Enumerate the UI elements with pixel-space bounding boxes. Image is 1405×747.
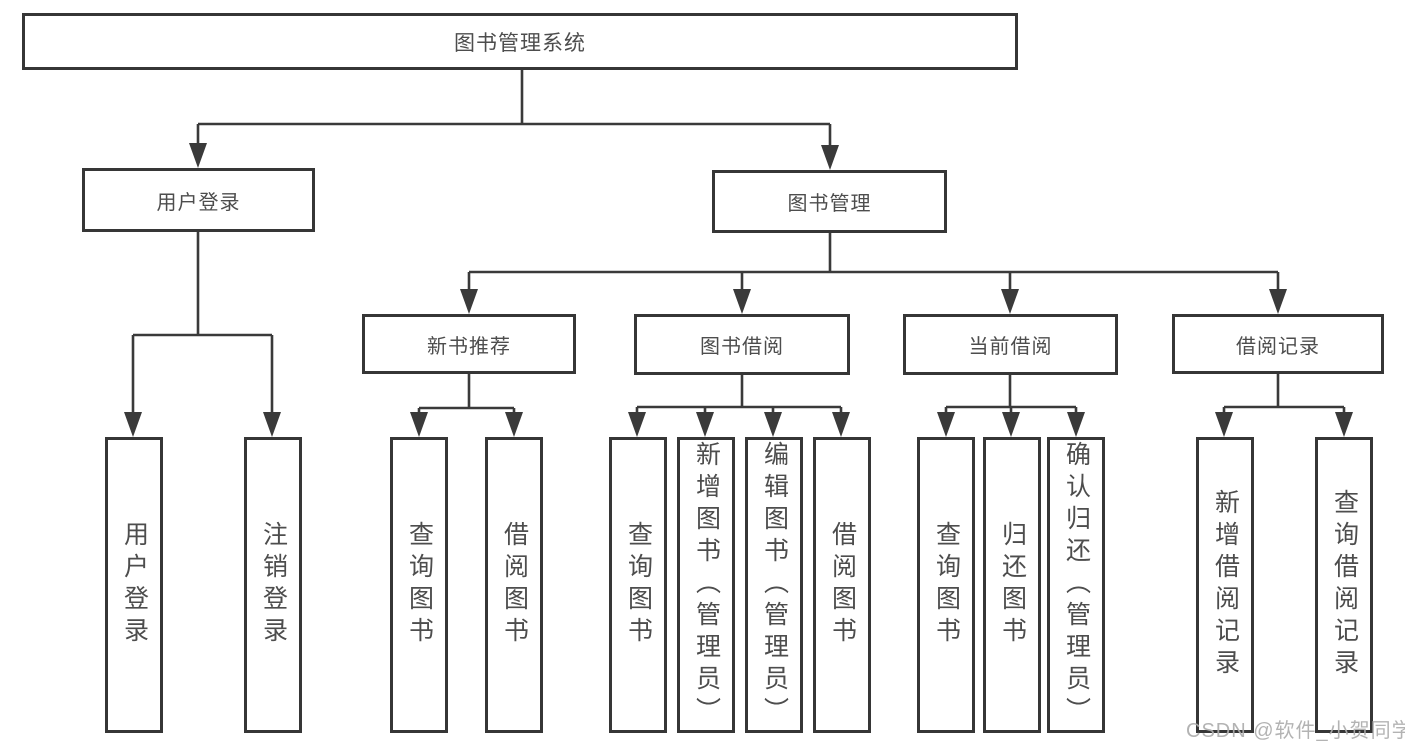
leaf-user-login: 用户登录	[105, 437, 163, 733]
arrow-down-icon	[696, 412, 714, 437]
node-label: 用户登录	[120, 521, 149, 649]
arrow-down-icon	[937, 412, 955, 437]
arrow-down-icon	[1215, 412, 1233, 437]
arrow-down-icon	[1269, 289, 1287, 314]
arrow-down-icon	[832, 412, 850, 437]
connector-userlogin-to-leaves	[131, 232, 274, 416]
arrow-down-icon	[410, 412, 428, 437]
arrow-down-icon	[124, 412, 142, 437]
node-label: 新书推荐	[427, 335, 511, 358]
arrow-down-icon	[189, 143, 207, 168]
leaf-query-borrow-record: 查询借阅记录	[1315, 437, 1373, 733]
arrow-down-icon	[263, 412, 281, 437]
leaf-borrow-book: 借阅图书	[813, 437, 871, 733]
node-label: 注销登录	[259, 521, 288, 649]
arrow-down-icon	[1002, 412, 1020, 437]
leaf-query-book-borrow: 查询图书	[609, 437, 667, 733]
node-label: 新增借阅记录	[1211, 489, 1240, 681]
node-label: 查询图书	[405, 521, 434, 649]
node-book-borrow: 图书借阅	[634, 314, 850, 375]
node-label: 用户登录	[156, 191, 241, 214]
node-label: 图书管理系统	[454, 31, 586, 55]
arrow-down-icon	[628, 412, 646, 437]
node-label: 借阅图书	[828, 521, 857, 649]
arrow-down-icon	[764, 412, 782, 437]
arrow-down-icon	[821, 145, 839, 170]
connector-root-to-level2	[196, 70, 832, 148]
leaf-query-book-current: 查询图书	[917, 437, 975, 733]
leaf-return-book: 归还图书	[983, 437, 1041, 733]
node-label: 新增图书（管理员）	[692, 441, 721, 729]
node-label: 查询图书	[932, 521, 961, 649]
node-label: 归还图书	[998, 521, 1027, 649]
leaf-query-book-newrec: 查询图书	[390, 437, 448, 733]
node-user-login: 用户登录	[82, 168, 315, 232]
node-label: 借阅图书	[500, 521, 529, 649]
arrow-down-icon	[1067, 412, 1085, 437]
connector-bookborrow-to-leaves	[635, 375, 843, 416]
leaf-edit-book-admin: 编辑图书（管理员）	[745, 437, 803, 733]
arrow-down-icon	[460, 289, 478, 314]
leaf-logout: 注销登录	[244, 437, 302, 733]
node-borrow-records: 借阅记录	[1172, 314, 1384, 374]
connector-borrowrecords-to-leaves	[1222, 374, 1346, 416]
connector-currentborrow-to-leaves	[944, 375, 1078, 416]
node-label: 查询借阅记录	[1330, 489, 1359, 681]
leaf-confirm-return-admin: 确认归还（管理员）	[1047, 437, 1105, 733]
leaf-add-borrow-record: 新增借阅记录	[1196, 437, 1254, 733]
arrowheads	[124, 143, 1353, 437]
arrow-down-icon	[1001, 289, 1019, 314]
connector-bookmgmt-to-level3	[467, 233, 1280, 292]
leaf-add-book-admin: 新增图书（管理员）	[677, 437, 735, 733]
node-label: 借阅记录	[1236, 335, 1320, 358]
node-label: 查询图书	[624, 521, 653, 649]
node-label: 确认归还（管理员）	[1062, 441, 1091, 729]
node-label: 图书管理	[787, 193, 872, 215]
node-label: 编辑图书（管理员）	[760, 441, 789, 729]
node-current-borrow: 当前借阅	[903, 314, 1118, 375]
arrow-down-icon	[1335, 412, 1353, 437]
arrow-down-icon	[505, 412, 523, 437]
node-new-book-recommend: 新书推荐	[362, 314, 576, 374]
node-book-management: 图书管理	[712, 170, 947, 233]
csdn-watermark: CSDN @软件_小贺同学	[1186, 720, 1405, 742]
leaf-borrow-book-newrec: 借阅图书	[485, 437, 543, 733]
arrow-down-icon	[733, 289, 751, 314]
node-label: 图书借阅	[700, 336, 784, 358]
node-root-system: 图书管理系统	[22, 13, 1018, 70]
node-label: 当前借阅	[968, 336, 1053, 358]
connector-newbookrec-to-leaves	[417, 374, 516, 416]
